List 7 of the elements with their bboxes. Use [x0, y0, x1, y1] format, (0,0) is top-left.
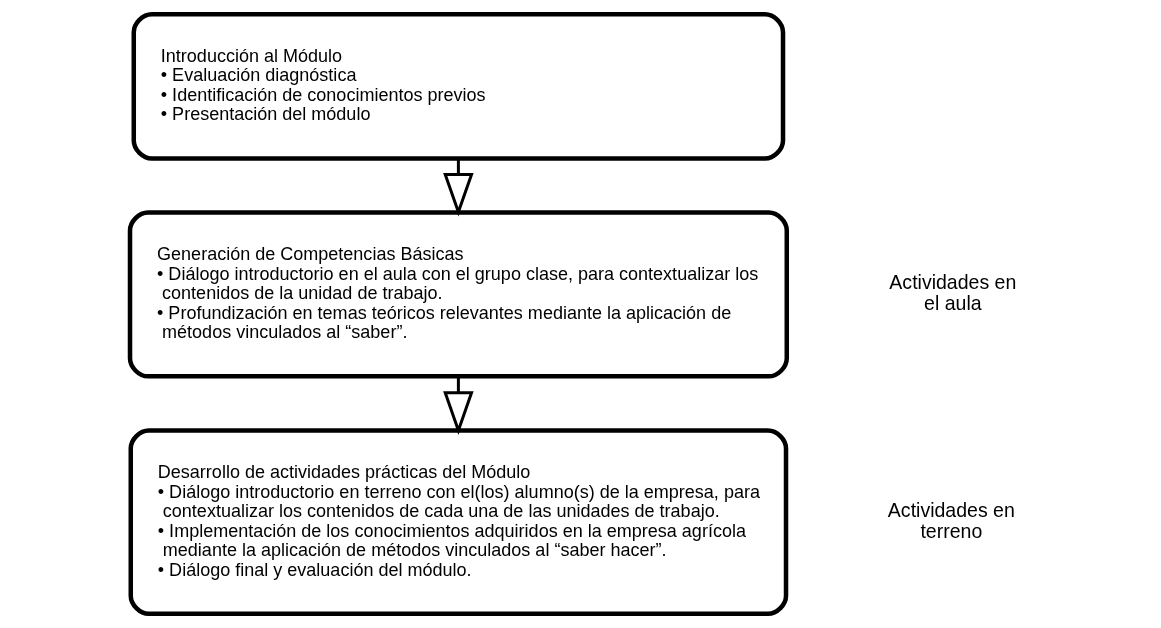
arrow: [443, 376, 474, 435]
node-box: Desarrollo de actividades prácticas del Módulo • Diálogo introductorio en terreno con el(los) alumno(s) de la empresa, para contextualizar los contenidos de cada una de las unidades de trabajo. • Implementación de los conocimientos adquiridos en la empresa agrícola mediante la aplicación de métodos vinculados al “saber hacer”. • Diálogo final y evaluación del módulo.: [128, 428, 789, 617]
label: Actividades en terreno: [887, 498, 1015, 542]
label: Actividades en el aula: [889, 271, 1017, 315]
arrow: [443, 159, 474, 217]
node-box: Introducción al Módulo • Evaluación diagnóstica • Identificación de conocimientos previos • Presentación del módulo: [131, 11, 786, 161]
node-box: Generación de Competencias Básicas • Diálogo introductorio en el aula con el grupo clase, para contextualizar los contenidos de la unidad de trabajo. • Profundización en temas teóricos relevantes mediante la aplicación de métodos vinculados al “saber”.: [127, 210, 790, 379]
